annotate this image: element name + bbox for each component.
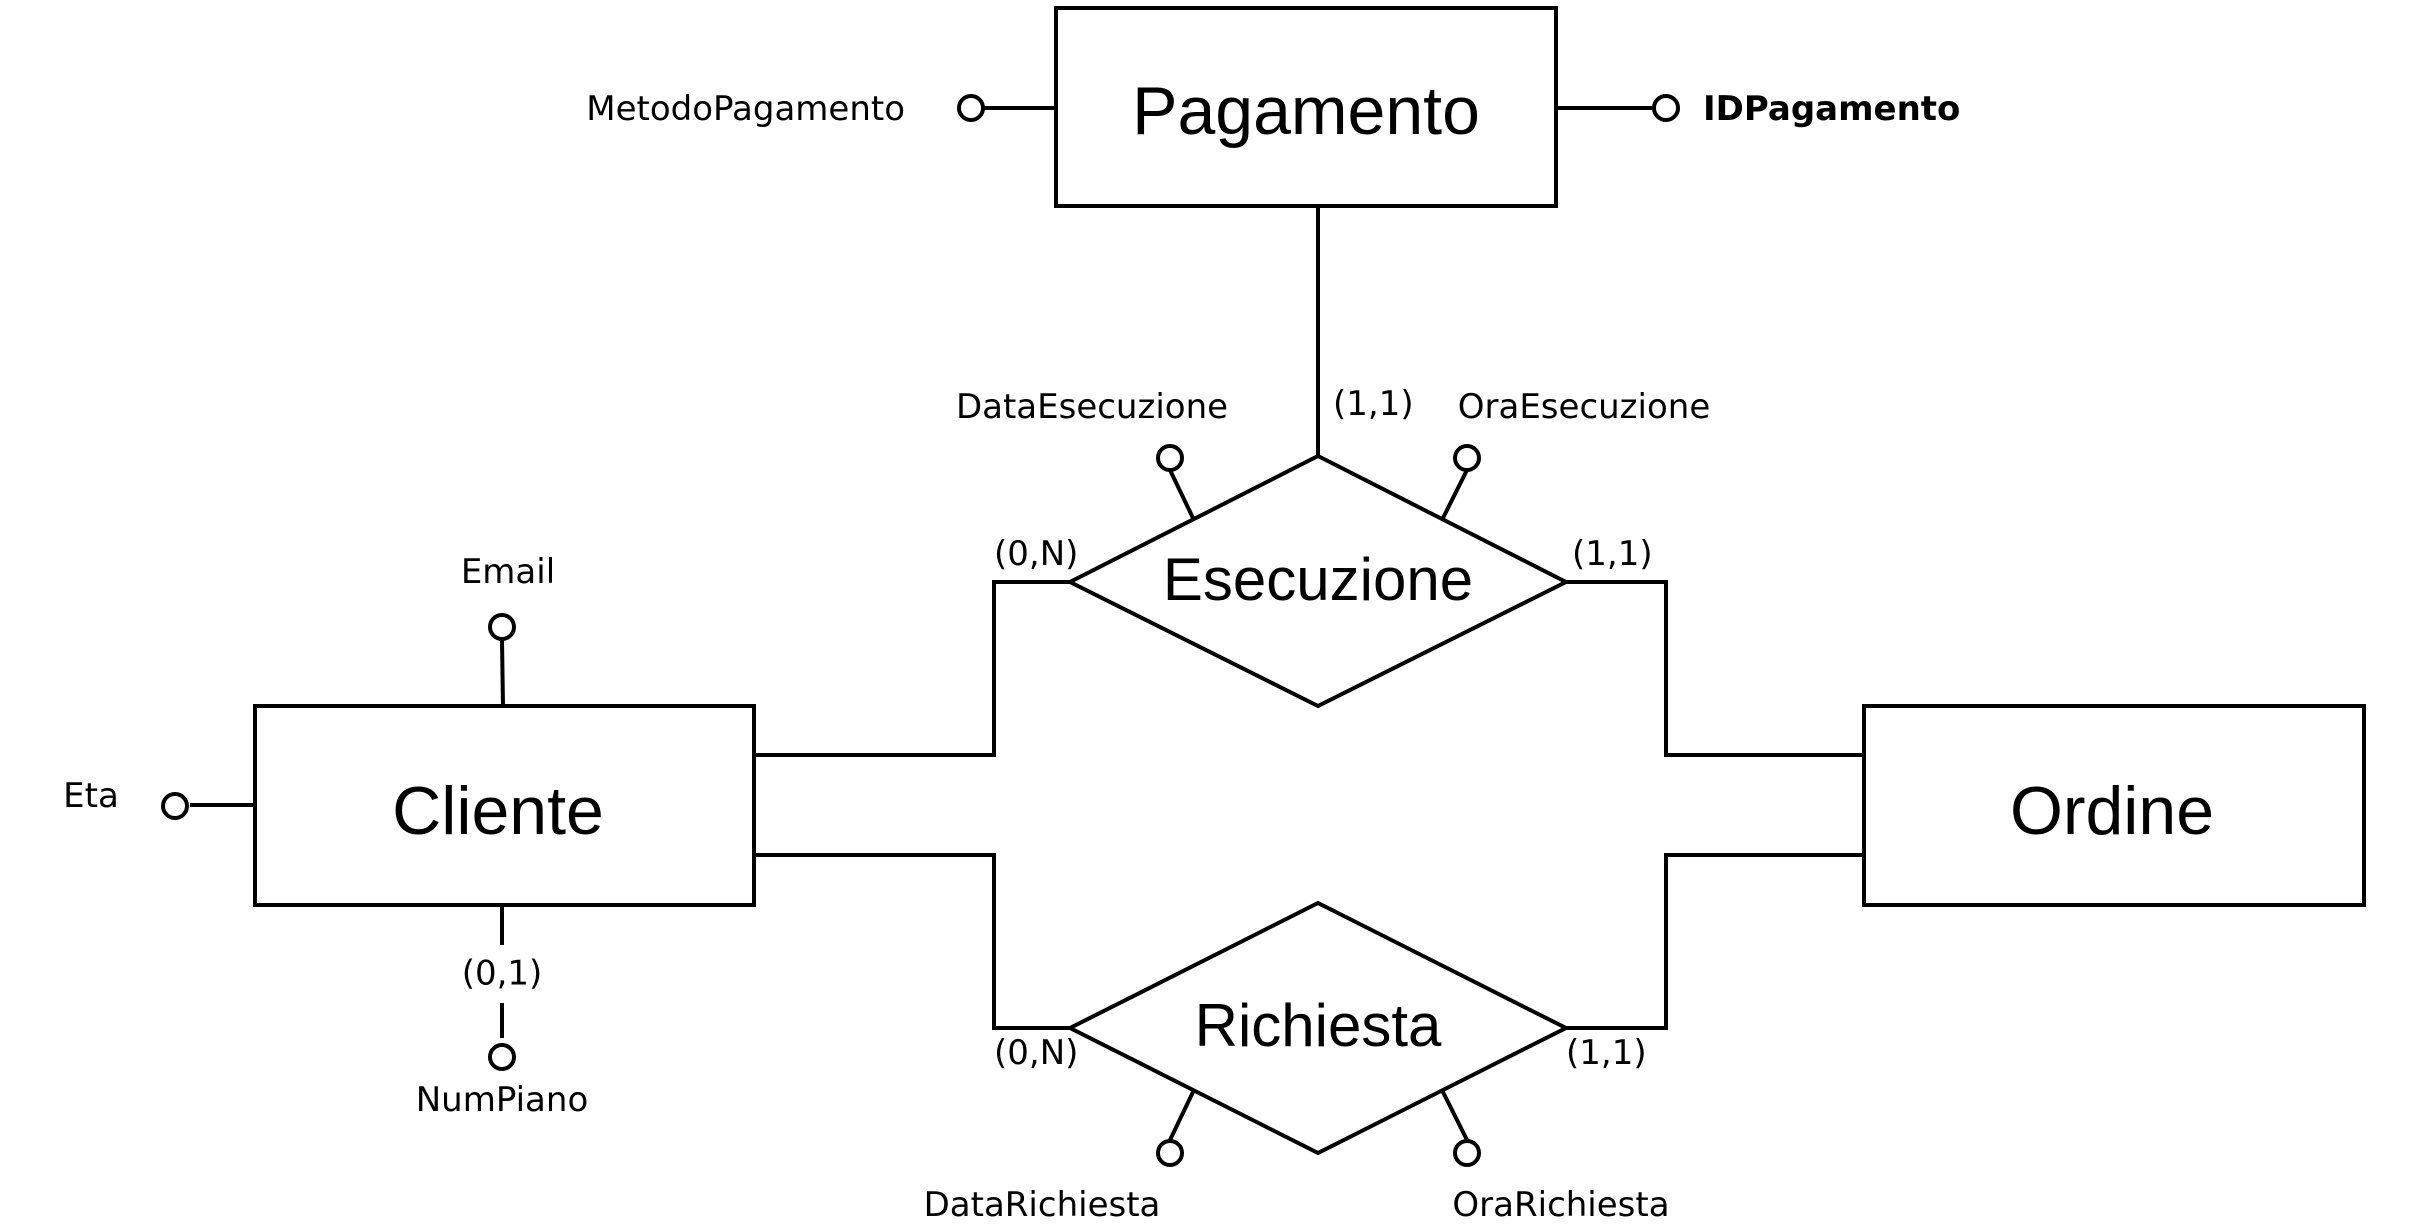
connections	[190, 106, 1864, 1141]
cardinality-ordine-esecuzione: (1,1)	[1572, 534, 1653, 574]
attr-num-piano-dot[interactable]	[488, 1043, 516, 1071]
attr-data-esecuzione-label: DataEsecuzione	[956, 387, 1228, 427]
cardinality-pagamento-esecuzione: (1,1)	[1333, 384, 1414, 424]
relationship-esecuzione-label: Esecuzione	[1163, 546, 1473, 613]
attr-data-richiesta-label: DataRichiesta	[924, 1185, 1161, 1225]
attr-metodo-pagamento-dot[interactable]	[957, 94, 985, 122]
cardinality-cliente-richiesta: (0,N)	[994, 1033, 1078, 1073]
relationship-richiesta-label: Richiesta	[1195, 992, 1442, 1059]
edge-cliente-esecuzione	[754, 580, 1070, 757]
edge-richiesta-ordine	[1566, 853, 1864, 1030]
attr-num-piano-label: NumPiano	[416, 1080, 589, 1120]
edge-attr-data-esecuzione	[1168, 469, 1195, 519]
attr-email-label: Email	[461, 552, 555, 592]
attr-eta-label: Eta	[63, 776, 119, 816]
attr-id-pagamento-label: IDPagamento	[1703, 89, 1960, 129]
edge-attr-ora-esecuzione	[1441, 469, 1469, 519]
cardinality-labels: (1,1) (0,N) (1,1) (0,N) (1,1) (0,1)	[462, 384, 1653, 1073]
edge-attr-ora-richiesta	[1441, 1091, 1469, 1141]
attr-id-pagamento-dot[interactable]	[1652, 94, 1680, 122]
attr-ora-richiesta-label: OraRichiesta	[1452, 1185, 1669, 1225]
entity-pagamento[interactable]: Pagamento	[1054, 6, 1558, 208]
attr-eta-dot[interactable]	[161, 792, 189, 820]
cardinality-ordine-richiesta: (1,1)	[1566, 1033, 1647, 1073]
relationship-esecuzione[interactable]: Esecuzione	[1065, 453, 1571, 709]
attribute-labels: MetodoPagamento IDPagamento DataEsecuzio…	[63, 89, 1960, 1225]
edge-esecuzione-ordine	[1566, 580, 1864, 757]
entity-ordine-label: Ordine	[2010, 773, 2214, 849]
entity-cliente[interactable]: Cliente	[253, 704, 756, 907]
attr-ora-esecuzione-dot[interactable]	[1453, 444, 1481, 472]
attr-ora-esecuzione-label: OraEsecuzione	[1458, 387, 1711, 427]
attr-data-richiesta-dot[interactable]	[1156, 1139, 1184, 1167]
edge-cliente-richiesta	[754, 853, 1070, 1030]
attr-ora-richiesta-dot[interactable]	[1453, 1139, 1481, 1167]
edge-attr-data-richiesta	[1168, 1091, 1195, 1141]
attr-metodo-pagamento-label: MetodoPagamento	[586, 89, 905, 129]
edge-attr-email	[500, 639, 505, 707]
entity-ordine[interactable]: Ordine	[1862, 704, 2366, 907]
attr-data-esecuzione-dot[interactable]	[1156, 444, 1184, 472]
cardinality-num-piano: (0,1)	[462, 954, 543, 994]
attr-email-dot[interactable]	[488, 613, 516, 641]
relationship-richiesta[interactable]: Richiesta	[1065, 900, 1571, 1156]
entity-cliente-label: Cliente	[392, 773, 604, 849]
attribute-circles	[161, 94, 1680, 1167]
cardinality-cliente-esecuzione: (0,N)	[994, 534, 1078, 574]
entity-pagamento-label: Pagamento	[1132, 73, 1480, 149]
